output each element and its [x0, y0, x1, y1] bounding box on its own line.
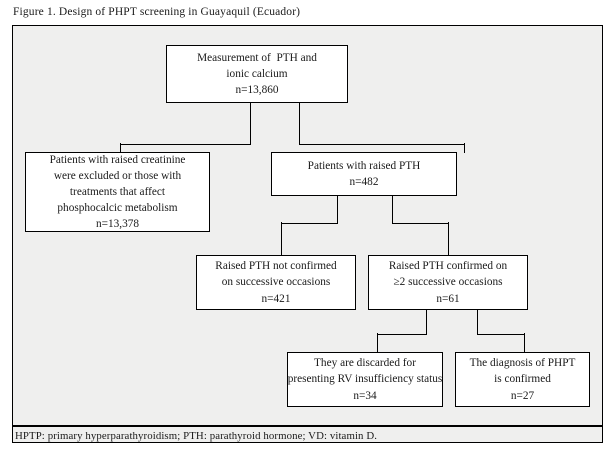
- node-confirmed-line2: ≥2 successive occasions: [393, 276, 503, 289]
- connector-pth-right-stub: [392, 196, 394, 224]
- connector-measurement-left-stub: [250, 103, 252, 145]
- node-raised-pth: Patients with raised PTH n=482: [271, 152, 457, 196]
- node-diagnosis-line1: The diagnosis of PHPT: [469, 357, 576, 370]
- node-raised-pth-line2: n=482: [349, 176, 379, 188]
- connector-confirmed-left-stub: [426, 310, 428, 335]
- connector-measurement-right-span: [299, 143, 465, 145]
- node-discarded-line2: presenting RV insufficiency status: [287, 373, 443, 386]
- node-excluded-line1: Patients with raised creatinine: [49, 153, 186, 166]
- node-excluded-line4: phosphocalcic metabolism: [57, 202, 178, 215]
- node-confirmed-line1: Raised PTH confirmed on: [388, 260, 508, 273]
- node-diagnosis-line2: is confirmed: [494, 373, 551, 386]
- connector-excluded-drop: [120, 143, 122, 153]
- node-excluded-line5: n=13,378: [95, 218, 140, 231]
- figure-footnote: HPTP: primary hyperparathyroidism; PTH: …: [15, 430, 378, 442]
- node-discarded-line1: They are discarded for: [314, 357, 416, 370]
- footnote-divider: [13, 425, 602, 427]
- node-measurement-line1: Measurement of PTH and: [197, 51, 317, 64]
- connector-confirmed-right-stub: [477, 310, 479, 335]
- node-confirmed-line3: n=61: [436, 292, 460, 305]
- node-excluded: Patients with raised creatinine were exc…: [25, 152, 210, 232]
- connector-raised-pth-drop: [463, 143, 465, 153]
- node-discarded-line3: n=34: [353, 389, 377, 402]
- node-excluded-line2: were excluded or those with: [53, 169, 182, 182]
- connector-measurement-left-span: [120, 143, 251, 145]
- node-not-confirmed: Raised PTH not confirmed on successive o…: [196, 255, 356, 310]
- node-confirmed: Raised PTH confirmed on ≥2 successive oc…: [368, 255, 528, 310]
- node-measurement-line3: n=13,860: [235, 84, 279, 97]
- figure-caption: Figure 1. Design of PHPT screening in Gu…: [13, 6, 301, 18]
- connector-confirmed-left-span: [377, 333, 427, 335]
- connector-pth-right-span: [392, 222, 449, 224]
- connector-measurement-right-stub: [299, 103, 301, 145]
- node-diagnosis-line3: n=27: [510, 389, 535, 402]
- node-raised-pth-line1: Patients with raised PTH: [307, 159, 421, 172]
- node-measurement: Measurement of PTH and ionic calcium n=1…: [166, 45, 348, 103]
- node-not-confirmed-line2: on successive occasions: [221, 276, 331, 289]
- connector-discarded-drop: [377, 333, 379, 353]
- node-diagnosis: The diagnosis of PHPT is confirmed n=27: [455, 352, 590, 407]
- connector-pth-left-stub: [337, 196, 339, 224]
- node-not-confirmed-line3: n=421: [261, 292, 291, 305]
- node-measurement-line2: ionic calcium: [226, 67, 288, 80]
- connector-not-confirmed-drop: [281, 222, 283, 256]
- node-discarded: They are discarded for presenting RV ins…: [287, 352, 443, 407]
- connector-confirmed-drop: [447, 222, 449, 256]
- connector-confirmed-right-span: [477, 333, 525, 335]
- node-not-confirmed-line1: Raised PTH not confirmed: [215, 260, 337, 273]
- connector-diagnosis-drop: [523, 333, 525, 353]
- connector-pth-left-span: [281, 222, 338, 224]
- node-excluded-line3: treatments that affect: [69, 185, 166, 198]
